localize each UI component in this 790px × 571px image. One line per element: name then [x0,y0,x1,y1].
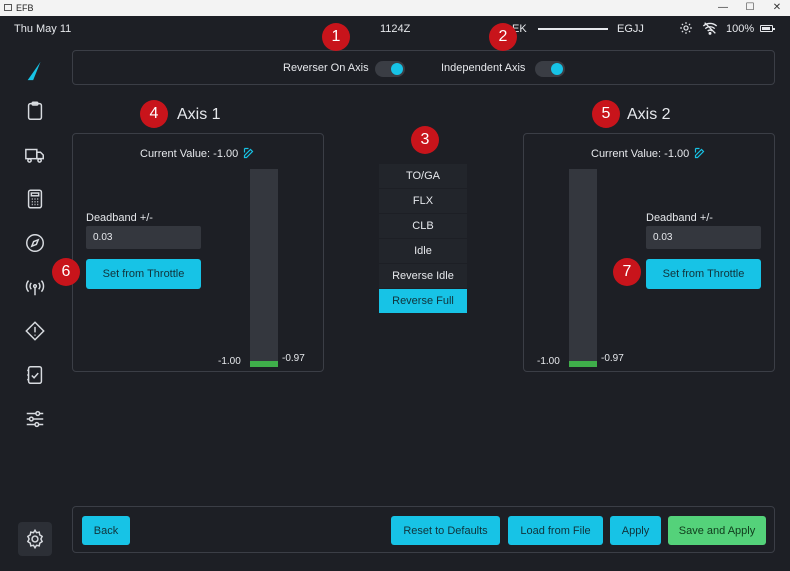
callout-2: 2 [489,23,517,51]
sidebar [0,42,70,571]
axis2-deadband-input[interactable] [646,226,761,249]
calculator-icon[interactable] [22,186,48,212]
edit-icon[interactable] [243,147,255,159]
axis1-value-fill [250,361,278,367]
axis1-deadband-input[interactable] [86,226,201,249]
detent-item[interactable]: CLB [379,214,467,238]
reverser-on-axis-toggle[interactable] [375,61,405,77]
close-button[interactable]: ✕ [772,2,782,13]
warning-icon[interactable] [22,318,48,344]
toggle-knob [391,63,403,75]
load-from-file-button[interactable]: Load from File [508,516,603,545]
route-progress-line [538,28,608,30]
toggle-knob [551,63,563,75]
gear-icon[interactable] [679,21,693,38]
action-bar: Back Reset to Defaults Load from File Ap… [72,506,775,553]
detent-item[interactable]: FLX [379,189,467,213]
axis2-panel: Current Value: -1.00 Deadband +/- Set fr… [523,133,775,372]
reset-to-defaults-button[interactable]: Reset to Defaults [391,516,500,545]
back-button[interactable]: Back [82,516,130,545]
axis1-bar-value: -0.97 [282,353,305,364]
battery-level: 100% [726,23,755,35]
battery-icon [760,25,775,32]
axis1-value-bar [250,169,278,367]
axis1-set-from-throttle-button[interactable]: Set from Throttle [86,259,201,289]
apply-button[interactable]: Apply [610,516,661,545]
axis1-title: Axis 1 [177,106,221,123]
axis2-set-from-throttle-button[interactable]: Set from Throttle [646,259,761,289]
callout-6: 6 [52,258,80,286]
minimize-button[interactable]: — [718,2,728,13]
axis2-bar-min: -1.00 [537,356,560,367]
axis1-current-value: Current Value: -1.00 [140,148,239,160]
callout-1: 1 [322,23,350,51]
save-and-apply-button[interactable]: Save and Apply [668,516,766,545]
axis2-value-fill [569,361,597,367]
window-title: EFB [16,3,34,13]
axis1-bar-min: -1.00 [218,356,241,367]
compass-icon[interactable] [22,230,48,256]
reverser-on-axis-label: Reverser On Axis [283,62,369,74]
logo-icon[interactable] [22,58,48,84]
status-date: Thu May 11 [14,23,72,35]
axis1-deadband-label: Deadband +/- [86,212,153,224]
wifi-icon [702,21,718,38]
callout-7: 7 [613,258,641,286]
axis-options-bar: Reverser On Axis Independent Axis [72,50,775,85]
status-zulu-time: 1124Z [380,23,411,35]
efb-app: Thu May 11 1124Z EK EGJJ 100% [0,16,790,571]
edit-icon[interactable] [694,147,706,159]
callout-4: 4 [140,100,168,128]
axis2-value-bar [569,169,597,367]
status-bar: Thu May 11 1124Z EK EGJJ 100% [0,16,790,42]
callout-5: 5 [592,100,620,128]
detent-item[interactable]: Reverse Idle [379,264,467,288]
independent-axis-label: Independent Axis [441,62,526,74]
axis2-title: Axis 2 [627,106,671,123]
detent-item[interactable]: TO/GA [379,164,467,188]
status-destination: EGJJ [617,23,644,35]
settings-button[interactable] [18,522,52,556]
clipboard-icon[interactable] [22,98,48,124]
radio-tower-icon[interactable] [22,274,48,300]
detent-item[interactable]: Reverse Full [379,289,467,313]
callout-3: 3 [411,126,439,154]
independent-axis-toggle[interactable] [535,61,565,77]
truck-icon[interactable] [22,142,48,168]
axis2-deadband-label: Deadband +/- [646,212,713,224]
app-window-icon [4,4,12,11]
sliders-icon[interactable] [22,406,48,432]
axis1-panel: Current Value: -1.00 Deadband +/- Set fr… [72,133,324,372]
detent-item[interactable]: Idle [379,239,467,263]
checklist-icon[interactable] [22,362,48,388]
axis2-bar-value: -0.97 [601,353,624,364]
axis2-current-value: Current Value: -1.00 [591,148,690,160]
gear-icon [26,528,44,550]
maximize-button[interactable]: ☐ [745,2,755,13]
window-titlebar: EFB — ☐ ✕ [0,0,790,16]
